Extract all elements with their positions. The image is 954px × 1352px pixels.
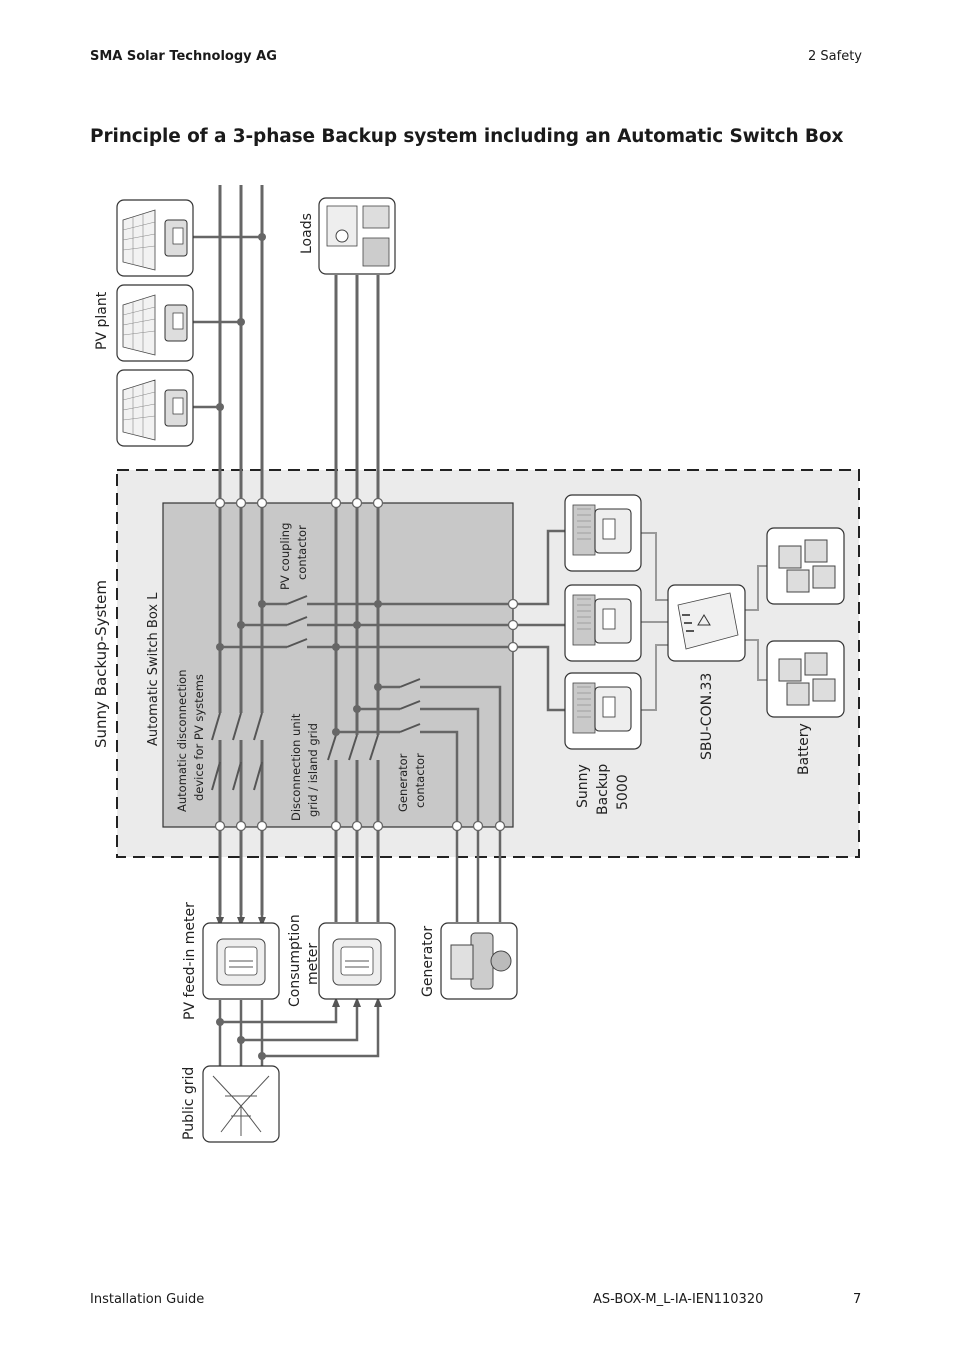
sbu-con-icon xyxy=(667,584,746,662)
consumption-meter-icon xyxy=(318,922,396,1000)
header-company: SMA Solar Technology AG xyxy=(90,49,277,64)
page-number: 7 xyxy=(853,1292,862,1307)
auto-disconnect-label-1: Automatic disconnection xyxy=(175,670,189,812)
pv-coupling-label-1: PV coupling xyxy=(278,523,292,590)
public-grid-icon xyxy=(202,1065,280,1143)
generator-contactor-label-2: contactor xyxy=(413,753,427,808)
sunny-backup-inverter-icon xyxy=(564,584,642,662)
disconnection-label-2: grid / island grid xyxy=(306,723,320,817)
switch-box-label: Automatic Switch Box L xyxy=(146,592,161,746)
pv-plant-label: PV plant xyxy=(94,291,110,350)
pv-module-icon xyxy=(116,369,194,447)
generator-contactor-label-1: Generator xyxy=(396,753,410,812)
sunny-backup-label-1: Sunny xyxy=(575,764,591,808)
generator-icon xyxy=(440,922,518,1000)
pv-coupling-label-2: contactor xyxy=(295,525,309,580)
auto-disconnect-label-2: device for PV systems xyxy=(192,674,206,801)
battery-label: Battery xyxy=(796,723,812,775)
consumption-meter-label-2: meter xyxy=(305,943,321,985)
sunny-backup-inverter-icon xyxy=(564,672,642,750)
footer-doc-type: Installation Guide xyxy=(90,1292,205,1307)
public-grid-label: Public grid xyxy=(181,1067,197,1140)
consumption-meter-label-1: Consumption xyxy=(287,914,303,1007)
sunny-backup-label-2: Backup xyxy=(595,764,611,815)
battery-icon xyxy=(766,527,845,605)
disconnection-label-1: Disconnection unit xyxy=(289,713,303,821)
loads-icon xyxy=(318,197,396,275)
pv-module-icon xyxy=(116,199,194,277)
battery-icon xyxy=(766,640,845,718)
pv-feedin-meter-label: PV feed-in meter xyxy=(182,902,198,1020)
pv-module-icon xyxy=(116,284,194,362)
loads-label: Loads xyxy=(299,213,315,254)
page-title: Principle of a 3-phase Backup system inc… xyxy=(90,126,844,147)
sbu-con-label: SBU-CON.33 xyxy=(699,673,715,760)
sunny-backup-system-label: Sunny Backup-System xyxy=(92,580,110,748)
sunny-backup-inverter-icon xyxy=(564,494,642,572)
footer-doc-id: AS-BOX-M_L-IA-IEN110320 xyxy=(593,1292,764,1307)
generator-label: Generator xyxy=(420,926,436,997)
pv-feedin-meter-icon xyxy=(202,922,280,1000)
header-section: 2 Safety xyxy=(808,49,862,64)
sunny-backup-label-3: 5000 xyxy=(615,774,631,810)
